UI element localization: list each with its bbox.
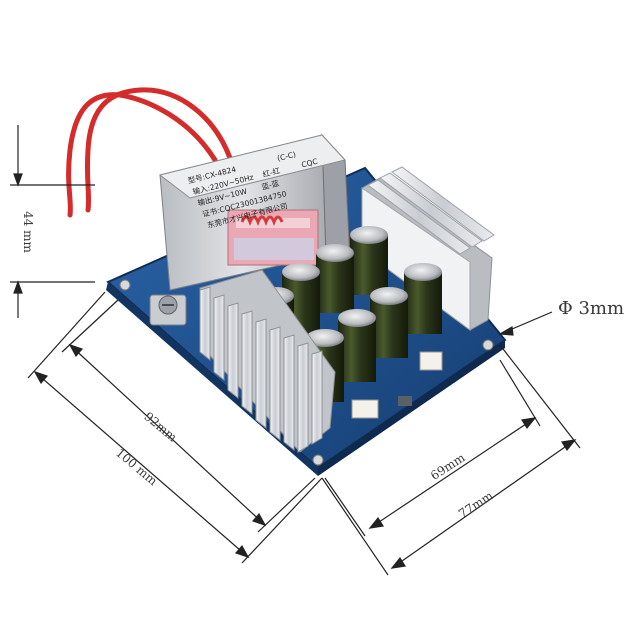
mounting-hole <box>482 339 494 351</box>
mounting-hole <box>312 454 324 466</box>
heatsink-left <box>199 269 336 453</box>
dim-hole-label: Φ 3mm <box>558 298 624 319</box>
transformer-input-wire: 红-红 <box>261 165 281 179</box>
transformer-brand: (C-C) <box>276 150 297 163</box>
capacitor <box>316 244 354 313</box>
capacitor <box>370 287 408 358</box>
capacitor <box>350 226 388 295</box>
transformer-output-wire: 蓝-蓝 <box>260 178 280 192</box>
capacitors <box>258 226 442 402</box>
dim-length-inner-label: 92mm <box>142 409 181 445</box>
heatsink-right <box>361 166 495 331</box>
transformer-cert-mark: CQC <box>300 157 318 170</box>
capacitor <box>404 263 442 334</box>
transformer: 型号:CX-4824 (C-C) 输入:220V~50Hz 红-红 CQC 输出… <box>158 133 351 291</box>
screw-terminal <box>149 294 187 326</box>
connectors <box>351 351 443 419</box>
dimension-lines <box>10 125 581 576</box>
dim-height-label: 44 mm <box>21 211 35 253</box>
dim-length-outer-label: 100 mm <box>113 446 160 489</box>
mounting-hole <box>119 279 131 291</box>
capacitor <box>338 309 376 382</box>
dim-width-outer-label: 77mm <box>456 488 496 521</box>
